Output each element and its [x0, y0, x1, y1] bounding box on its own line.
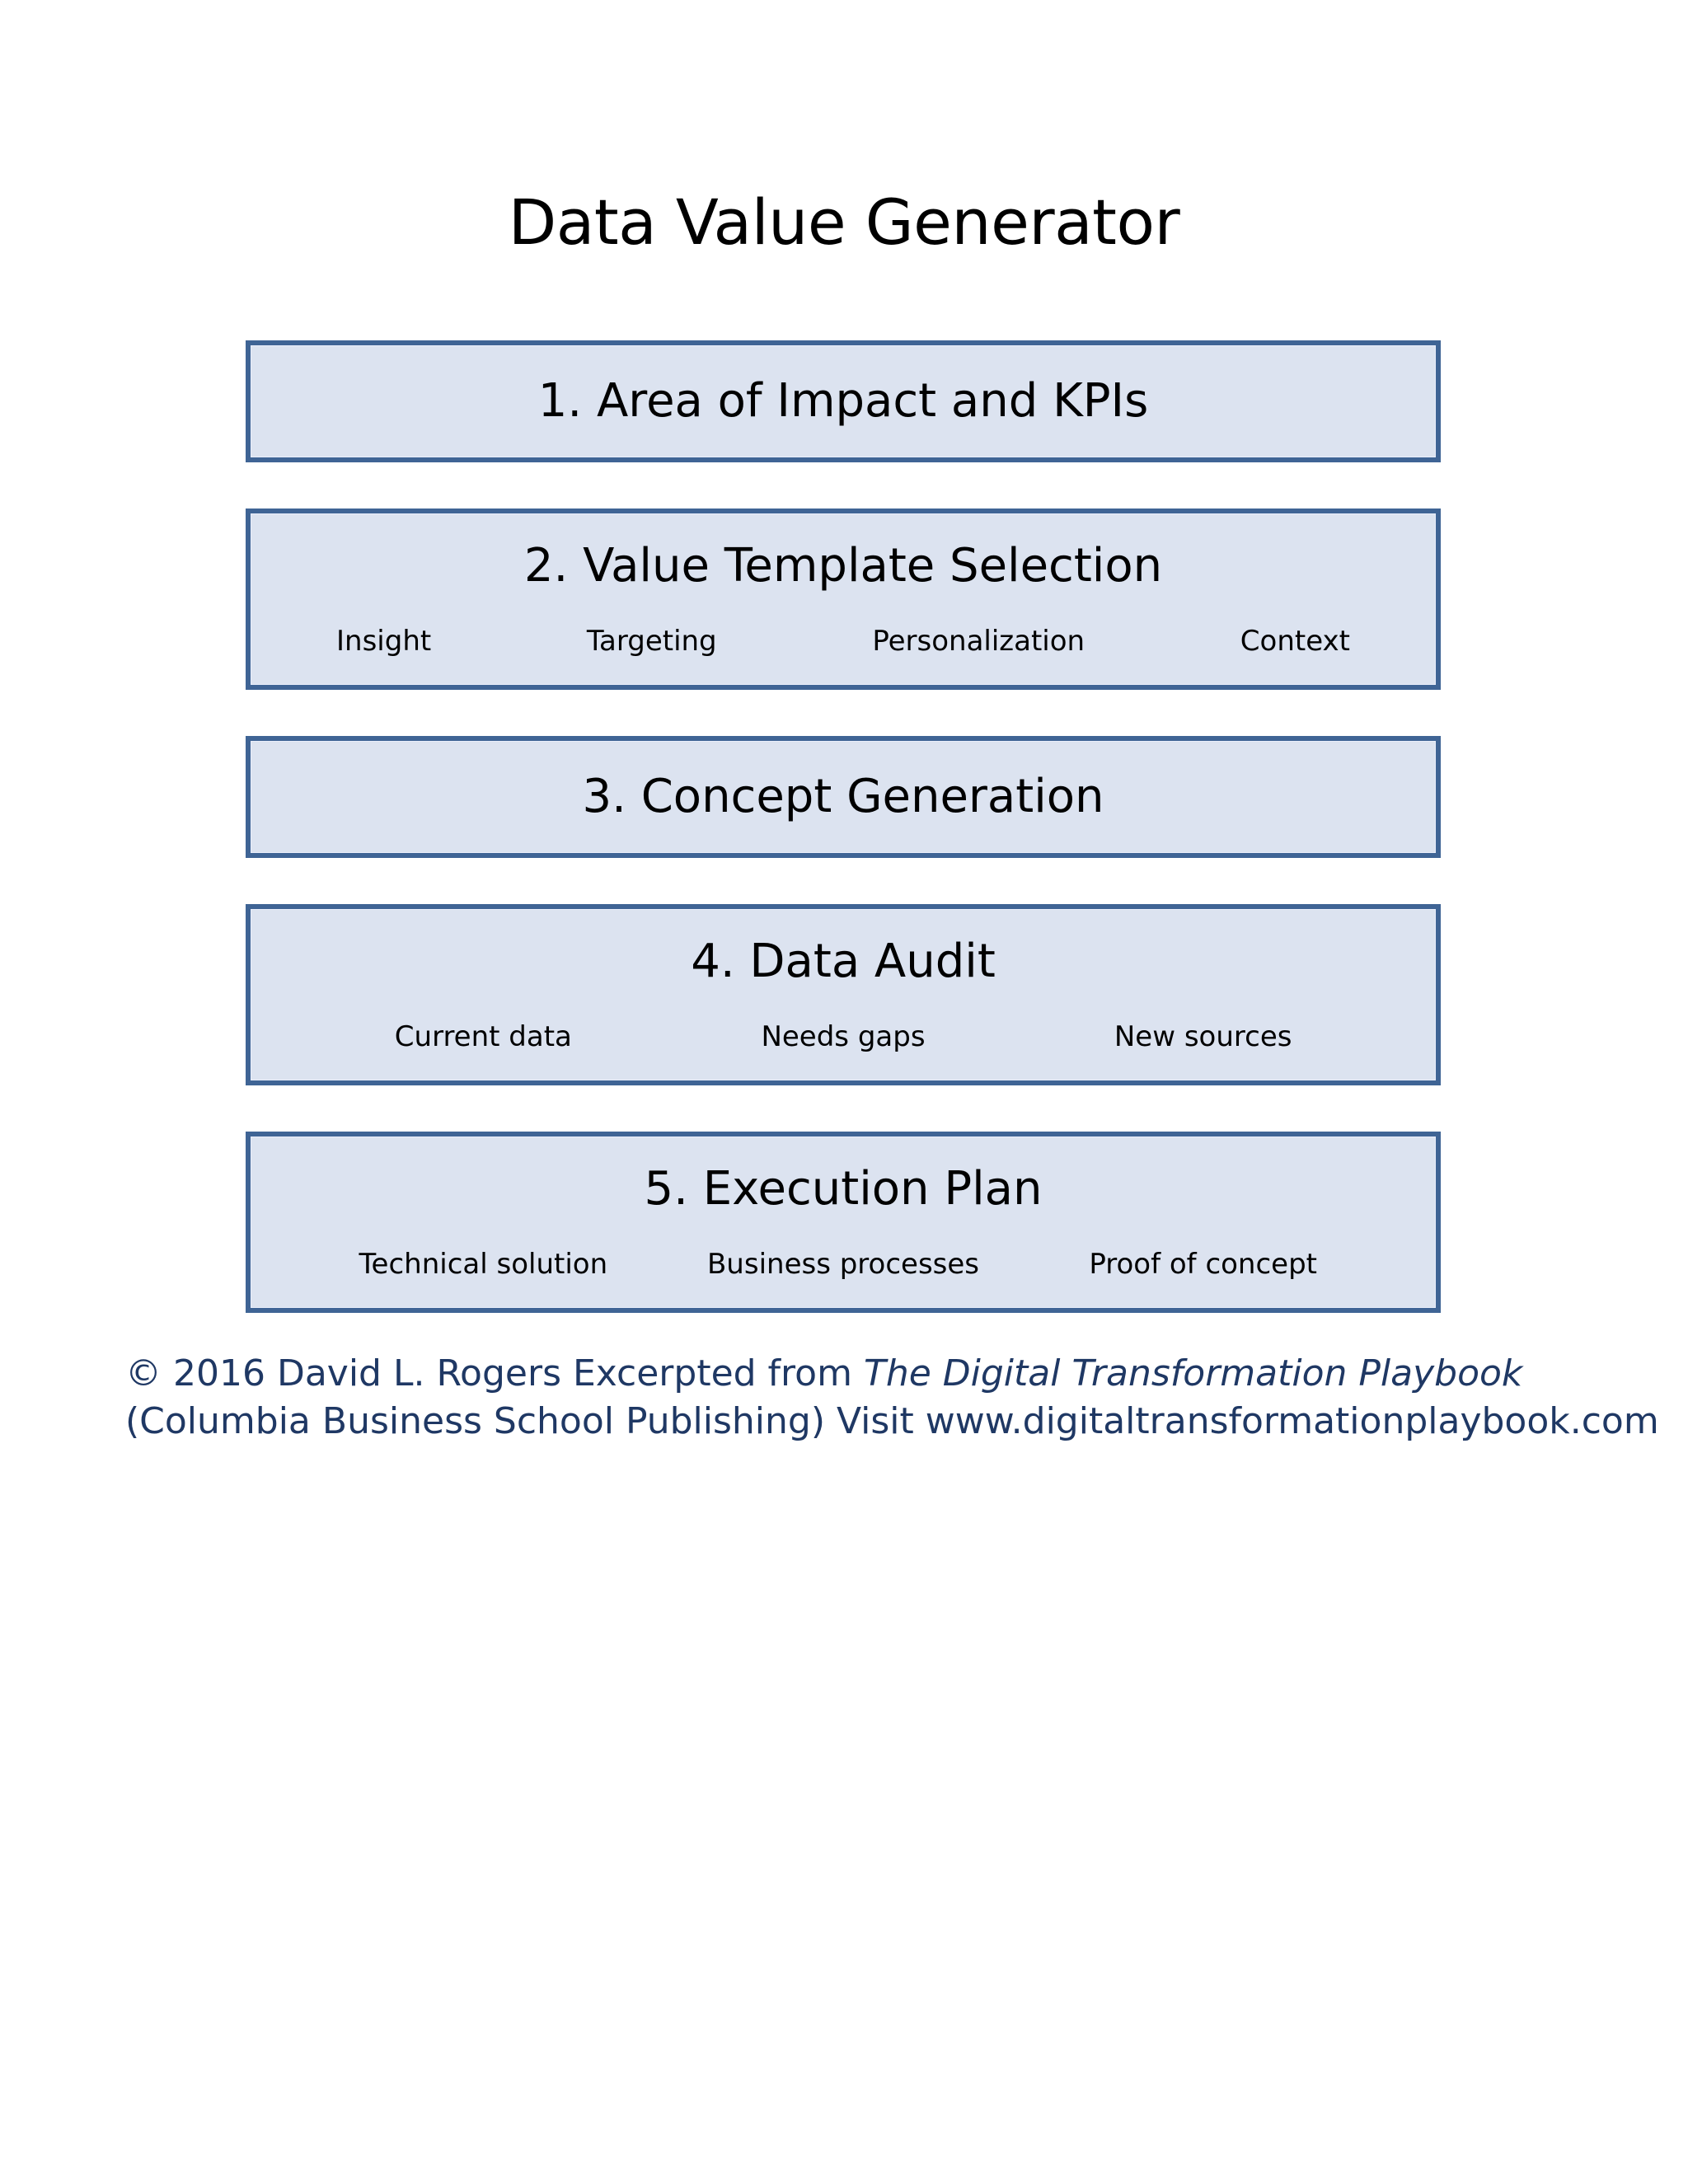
- step-box-2[interactable]: 2. Value Template Selection Insight Targ…: [246, 509, 1441, 690]
- step-5-sub-items: Technical solution Business processes Pr…: [251, 1248, 1436, 1281]
- step-box-3[interactable]: 3. Concept Generation: [246, 736, 1441, 858]
- step-4-sub-item-new-sources[interactable]: New sources: [1114, 1019, 1292, 1053]
- step-4-sub-items: Current data Needs gaps New sources: [251, 1020, 1436, 1053]
- page-title: Data Value Generator: [508, 185, 1180, 259]
- step-5-sub-item-proof-of-concept[interactable]: Proof of concept: [1089, 1247, 1318, 1281]
- step-4-sub-item-current-data[interactable]: Current data: [394, 1019, 572, 1053]
- step-box-4[interactable]: 4. Data Audit Current data Needs gaps Ne…: [246, 904, 1441, 1085]
- step-3-title: 3. Concept Generation: [582, 770, 1104, 824]
- step-5-sub-item-technical-solution[interactable]: Technical solution: [359, 1247, 608, 1281]
- step-2-title: 2. Value Template Selection: [523, 539, 1163, 593]
- step-2-sub-items: Insight Targeting Personalization Contex…: [251, 625, 1436, 658]
- step-4-title: 4. Data Audit: [691, 935, 996, 989]
- step-5-title: 5. Execution Plan: [644, 1162, 1043, 1216]
- step-2-sub-item-insight[interactable]: Insight: [336, 624, 432, 658]
- step-2-sub-item-targeting[interactable]: Targeting: [586, 624, 717, 658]
- step-5-sub-item-business-processes[interactable]: Business processes: [706, 1247, 980, 1281]
- copyright-text: © 2016 David L. Rogers Excerpted from: [125, 1352, 864, 1394]
- step-1-title: 1. Area of Impact and KPIs: [537, 374, 1149, 429]
- step-stack: 1. Area of Impact and KPIs 2. Value Temp…: [246, 340, 1441, 1359]
- copyright-footer: © 2016 David L. Rogers Excerpted from Th…: [125, 1350, 1659, 1446]
- copyright-line-1: © 2016 David L. Rogers Excerpted from Th…: [125, 1350, 1576, 1398]
- step-4-sub-item-needs-gaps[interactable]: Needs gaps: [761, 1019, 926, 1053]
- step-2-sub-item-context[interactable]: Context: [1240, 624, 1350, 658]
- copyright-line-2: (Columbia Business School Publishing) Vi…: [125, 1400, 1659, 1443]
- book-title: The Digital Transformation Playbook: [863, 1352, 1523, 1394]
- step-2-sub-item-personalization[interactable]: Personalization: [872, 624, 1085, 658]
- step-box-1[interactable]: 1. Area of Impact and KPIs: [246, 340, 1441, 462]
- step-box-5[interactable]: 5. Execution Plan Technical solution Bus…: [246, 1132, 1441, 1313]
